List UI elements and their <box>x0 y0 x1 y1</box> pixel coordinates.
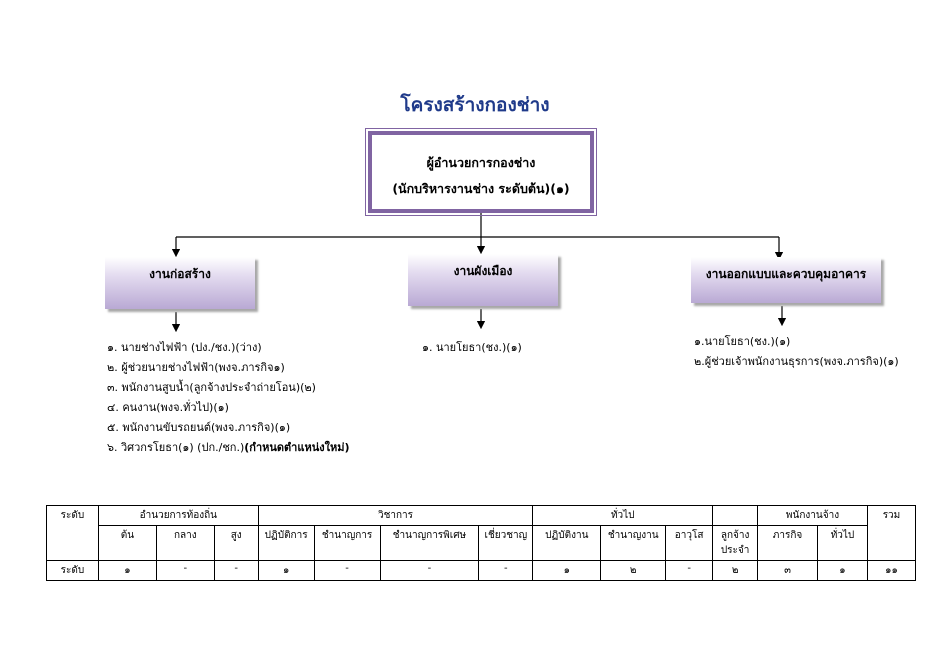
table-cell: - <box>478 560 534 581</box>
total-cell: ๑๑ <box>866 560 917 581</box>
subheader: ชำนาญงาน <box>600 525 667 561</box>
table-cell: - <box>213 560 259 581</box>
director-title: ผู้อำนวยการกองช่าง <box>426 155 536 170</box>
staff-list-design: ๑.นายโยธา(ชง.)(๑) ๒.ผู้ช่วยเจ้าพนักงานธุ… <box>694 332 899 372</box>
staff-item: ๓. พนักงานสูบน้ำ(ลูกจ้างประจำถ่ายโอน)(๒) <box>107 381 316 394</box>
staff-item: ๔. คนงาน(พงจ.ทั่วไป)(๑) <box>107 401 229 414</box>
table-cell: ๑ <box>97 560 157 581</box>
subheader: กลาง <box>155 525 215 561</box>
dept-label: งานผังเมือง <box>453 264 513 278</box>
table-cell: - <box>313 560 381 581</box>
group-header: วิชาการ <box>257 505 534 526</box>
table-cell: ๓ <box>757 560 819 581</box>
group-header: ทั่วไป <box>532 505 714 526</box>
table-cell: - <box>379 560 480 581</box>
dept-label: งานก่อสร้าง <box>149 267 211 281</box>
table-cell: ๑ <box>817 560 868 581</box>
subheader: ชำนาญการพิเศษ <box>379 525 480 561</box>
subheader: สูง <box>213 525 259 561</box>
subheader: ภารกิจ <box>757 525 819 561</box>
group-header-spacer <box>712 505 759 526</box>
staff-item: ๑. นายช่างไฟฟ้า (ปง./ชง.)(ว่าง) <box>107 341 262 354</box>
subheader: ปฏิบัติงาน <box>532 525 602 561</box>
subheader: เชี่ยวชาญ <box>478 525 534 561</box>
subheader: ปฏิบัติการ <box>257 525 315 561</box>
director-box: ผู้อำนวยการกองช่าง (นักบริหารงานช่าง ระด… <box>365 128 597 216</box>
table-cell: ๒ <box>712 560 759 581</box>
director-subtitle: (นักบริหารงานช่าง ระดับต้น)(๑) <box>392 181 570 196</box>
staff-item-with-note: ๖. วิศวกรโยธา(๑) (ปก./ชก.)(กำหนดตำแหน่งใ… <box>107 438 349 458</box>
staff-list-construction: ๑. นายช่างไฟฟ้า (ปง./ชง.)(ว่าง) ๒. ผู้ช่… <box>107 338 349 458</box>
group-header: อำนวยการท้องถิ่น <box>97 505 259 526</box>
table-cell: ๑ <box>257 560 315 581</box>
staff-item: ๒. ผู้ช่วยนายช่างไฟฟ้า(พงจ.ภารกิจ๑) <box>107 361 285 374</box>
staff-list-planning: ๑. นายโยธา(ชง.)(๑) <box>422 338 522 358</box>
page-title: โครงสร้างกองช่าง <box>400 94 550 116</box>
staff-item: ๑. นายโยธา(ชง.)(๑) <box>422 341 522 354</box>
staff-item: ๕. พนักงานขับรถยนต์(พงจ.ภารกิจ)(๑) <box>107 421 291 434</box>
dept-box-construction: งานก่อสร้าง <box>105 257 255 309</box>
row-label: ระดับ <box>46 560 99 581</box>
subheader: ต้น <box>97 525 157 561</box>
total-header: รวม <box>866 505 917 561</box>
table-cell: ๒ <box>600 560 667 581</box>
dept-label: งานออกแบบและควบคุมอาคาร <box>705 267 867 281</box>
subheader-extra: ประจำ <box>720 545 750 556</box>
subheader-two-line: ลูกจ้างประจำ <box>712 525 759 561</box>
dept-box-planning: งานผังเมือง <box>408 254 558 306</box>
staff-item: ๒.ผู้ช่วยเจ้าพนักงานธุรการ(พงจ.ภารกิจ)(๑… <box>694 355 899 368</box>
table-group-header-row: ระดับ อำนวยการท้องถิ่น วิชาการ ทั่วไป พน… <box>46 505 917 561</box>
table-subheader-row: ต้น กลาง สูง ปฏิบัติการ ชำนาญการ ชำนาญกา… <box>47 525 916 561</box>
table-cell: - <box>665 560 714 581</box>
subheader: อาวุโส <box>665 525 714 561</box>
table-row: ระดับ ๑ - - ๑ - - - ๑ ๒ - ๒ ๓ ๑ ๑๑ <box>46 560 917 581</box>
row-label-header: ระดับ <box>46 505 99 561</box>
dept-box-design: งานออกแบบและควบคุมอาคาร <box>691 257 881 303</box>
subheader: ทั่วไป <box>817 525 868 561</box>
table-cell: - <box>155 560 215 581</box>
staff-item: ๑.นายโยธา(ชง.)(๑) <box>694 335 791 348</box>
group-header: พนักงานจ้าง <box>757 505 868 526</box>
subheader: ลูกจ้าง <box>720 530 750 541</box>
subheader: ชำนาญการ <box>313 525 381 561</box>
staff-item: ๖. วิศวกรโยธา(๑) (ปก./ชก.) <box>107 441 245 454</box>
table-cell: ๑ <box>532 560 602 581</box>
new-position-note: (กำหนดตำแหน่งใหม่) <box>244 441 350 454</box>
position-quota-table: ระดับ อำนวยการท้องถิ่น วิชาการ ทั่วไป พน… <box>46 505 917 581</box>
